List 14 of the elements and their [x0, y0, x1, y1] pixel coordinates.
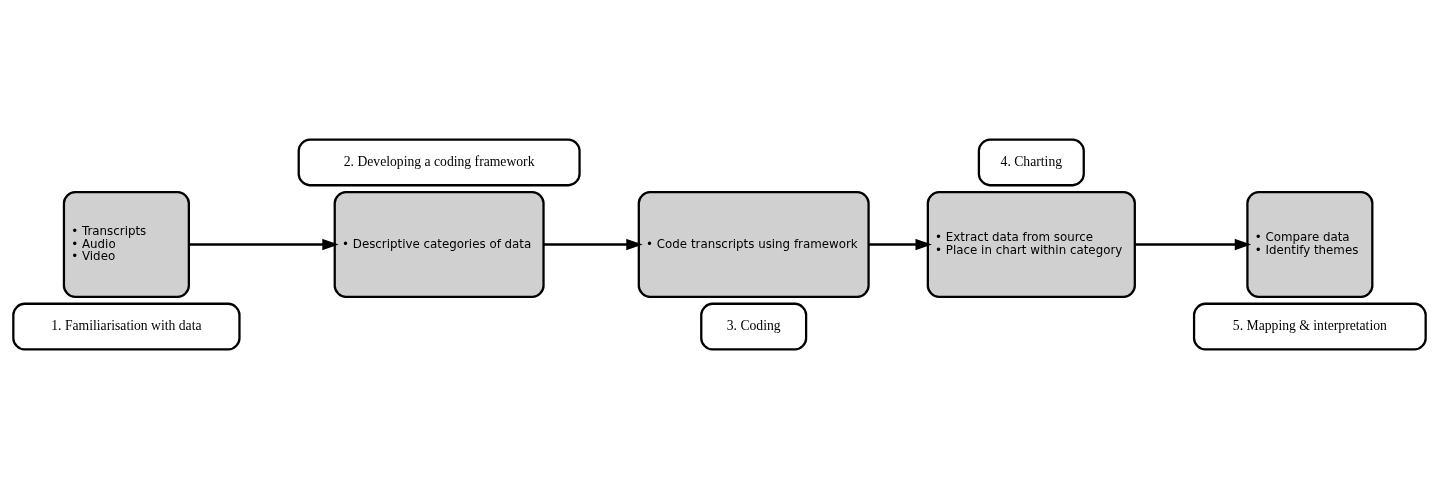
node-box: • Descriptive categories of data [333, 190, 545, 299]
node-box: • Extract data from source • Place in chart within category [926, 190, 1136, 299]
arrow [868, 238, 932, 251]
node-box: • Compare data • Identify themes [1246, 190, 1374, 299]
node-box: • Code transcripts using framework [637, 190, 870, 299]
arrow [1134, 238, 1252, 251]
node-box: 3. Coding [700, 302, 808, 351]
node-box: 2. Developing a coding framework [297, 138, 581, 187]
node-box: • Transcripts • Audio • Video [62, 190, 190, 299]
node-box: 5. Mapping & interpretation [1192, 302, 1427, 351]
arrow [189, 238, 339, 251]
arrow [543, 238, 643, 251]
node-box: 1. Familiarisation with data [12, 302, 241, 351]
node-box: 4. Charting [977, 138, 1085, 187]
